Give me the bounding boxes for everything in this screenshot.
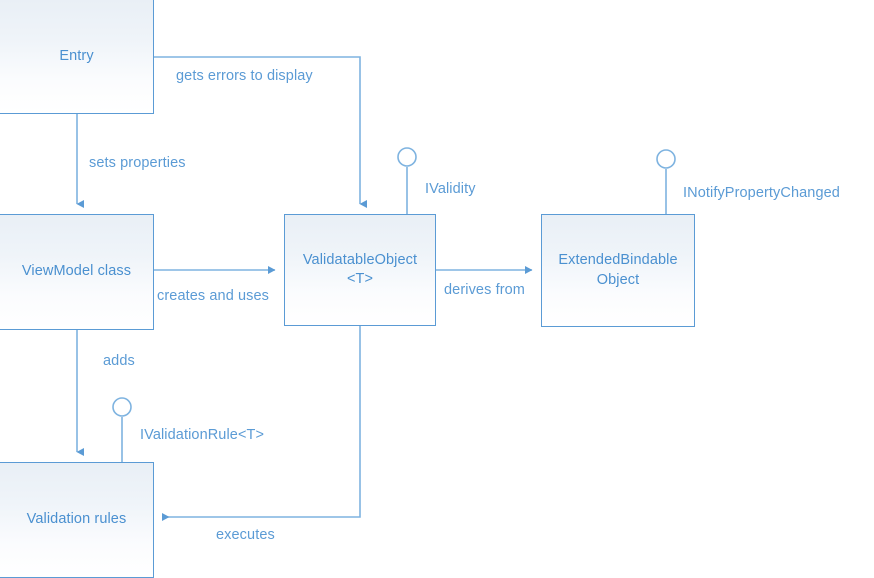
- edge-label-executes: executes: [216, 527, 275, 543]
- node-validation-rules-label: Validation rules: [26, 511, 127, 528]
- lollipop-inotifypropertychanged: [656, 149, 676, 214]
- node-viewmodel-label: ViewModel class: [21, 263, 132, 280]
- node-entry[interactable]: Entry: [0, 0, 154, 114]
- node-viewmodel[interactable]: ViewModel class: [0, 214, 154, 330]
- node-extended-bindable-object-label: ExtendedBindable Object: [558, 252, 678, 288]
- lollipop-ivalidity: [397, 147, 417, 214]
- edge-label-sets-properties: sets properties: [89, 155, 186, 171]
- node-entry-label: Entry: [59, 47, 94, 64]
- edge-label-adds: adds: [103, 353, 135, 369]
- edge-label-derives-from: derives from: [444, 282, 525, 298]
- node-validation-rules[interactable]: Validation rules: [0, 462, 154, 578]
- interface-label-ivalidationrule: IValidationRule<T>: [140, 427, 265, 443]
- edge-entry-to-validatable: [153, 56, 367, 208]
- node-validatable-object-label: ValidatableObject <T>: [302, 251, 418, 287]
- lollipop-ivalidationrule: [112, 397, 132, 462]
- interface-label-ivalidity: IValidity: [425, 181, 476, 197]
- node-extended-bindable-object[interactable]: ExtendedBindable Object: [541, 214, 695, 327]
- interface-label-inotifypropertychanged: INotifyPropertyChanged: [683, 185, 840, 201]
- node-validatable-object[interactable]: ValidatableObject <T>: [284, 214, 436, 326]
- edge-label-creates-and-uses: creates and uses: [157, 288, 270, 304]
- edge-label-gets-errors-to-display: gets errors to display: [176, 68, 313, 84]
- edge-validatable-to-validationrules: [162, 325, 361, 521]
